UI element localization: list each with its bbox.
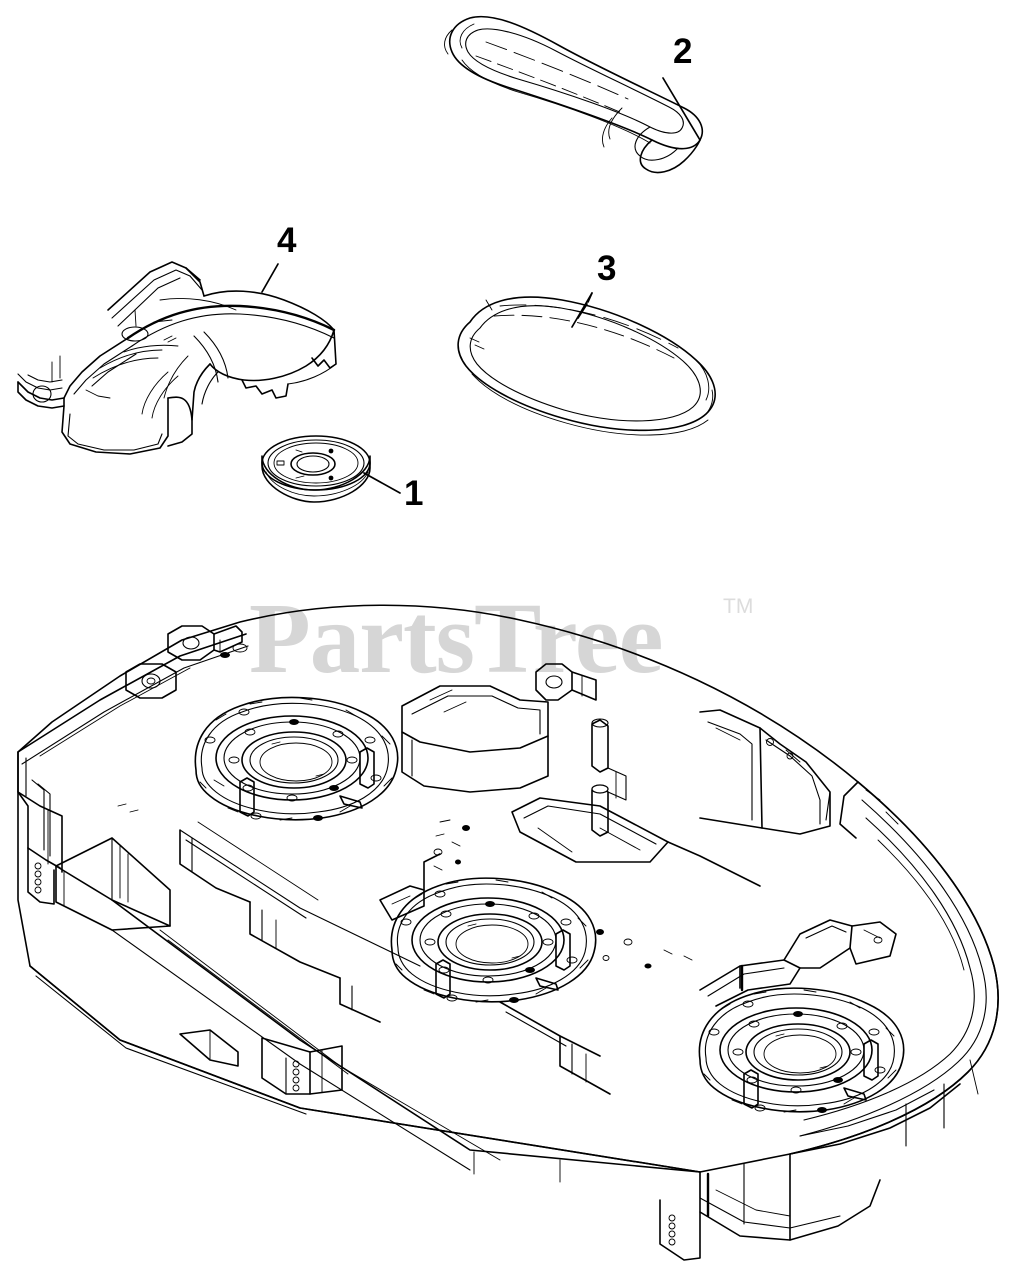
callout-3-label: 3 (597, 249, 616, 288)
callout-1-leader (363, 472, 401, 494)
callout-3-leader (571, 292, 593, 328)
partstree-watermark: PartsTree TM (249, 582, 753, 694)
part-4-belt-shield (17, 261, 337, 455)
mower-deck (17, 604, 999, 1261)
callout-4-label: 4 (277, 221, 297, 260)
callout-1-label: 1 (404, 474, 423, 513)
part-2-belt (444, 15, 704, 174)
part-3-belt (457, 296, 716, 436)
callout-2-label: 2 (673, 32, 692, 71)
watermark-text: PartsTree (249, 582, 663, 694)
spindle-center (390, 877, 597, 1003)
callout-4-leader (261, 263, 279, 293)
spindle-right (698, 987, 905, 1113)
watermark-trademark: TM (723, 595, 753, 618)
callout-2-leader (662, 77, 701, 141)
spindle-left (194, 696, 399, 821)
part-1-pulley (261, 435, 371, 503)
